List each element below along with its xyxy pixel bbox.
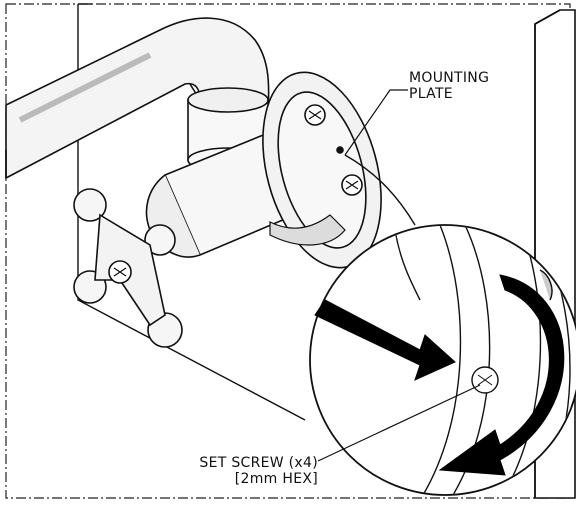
mounting-plate — [262, 71, 382, 269]
zoom-leader — [344, 154, 416, 226]
screw-leader — [317, 384, 481, 462]
mount-leader — [344, 89, 408, 156]
spout-pipe — [5, 17, 270, 180]
mounting-plate-label: MOUNTING PLATE — [409, 70, 489, 102]
valve-shadow — [269, 214, 346, 246]
rotate-arrow — [438, 274, 565, 476]
mounting-plate-label-line1: MOUNTING — [409, 70, 490, 86]
push-arrow — [314, 299, 456, 381]
set-screw-label-line2: [2mm HEX] — [234, 471, 318, 487]
set-screw-label: SET SCREW (x4) [2mm HEX] — [172, 455, 318, 487]
cross-handle — [73, 188, 183, 348]
set-screw-label-line1: SET SCREW (x4) — [199, 455, 318, 471]
mounting-plate-label-line2: PLATE — [409, 86, 453, 102]
